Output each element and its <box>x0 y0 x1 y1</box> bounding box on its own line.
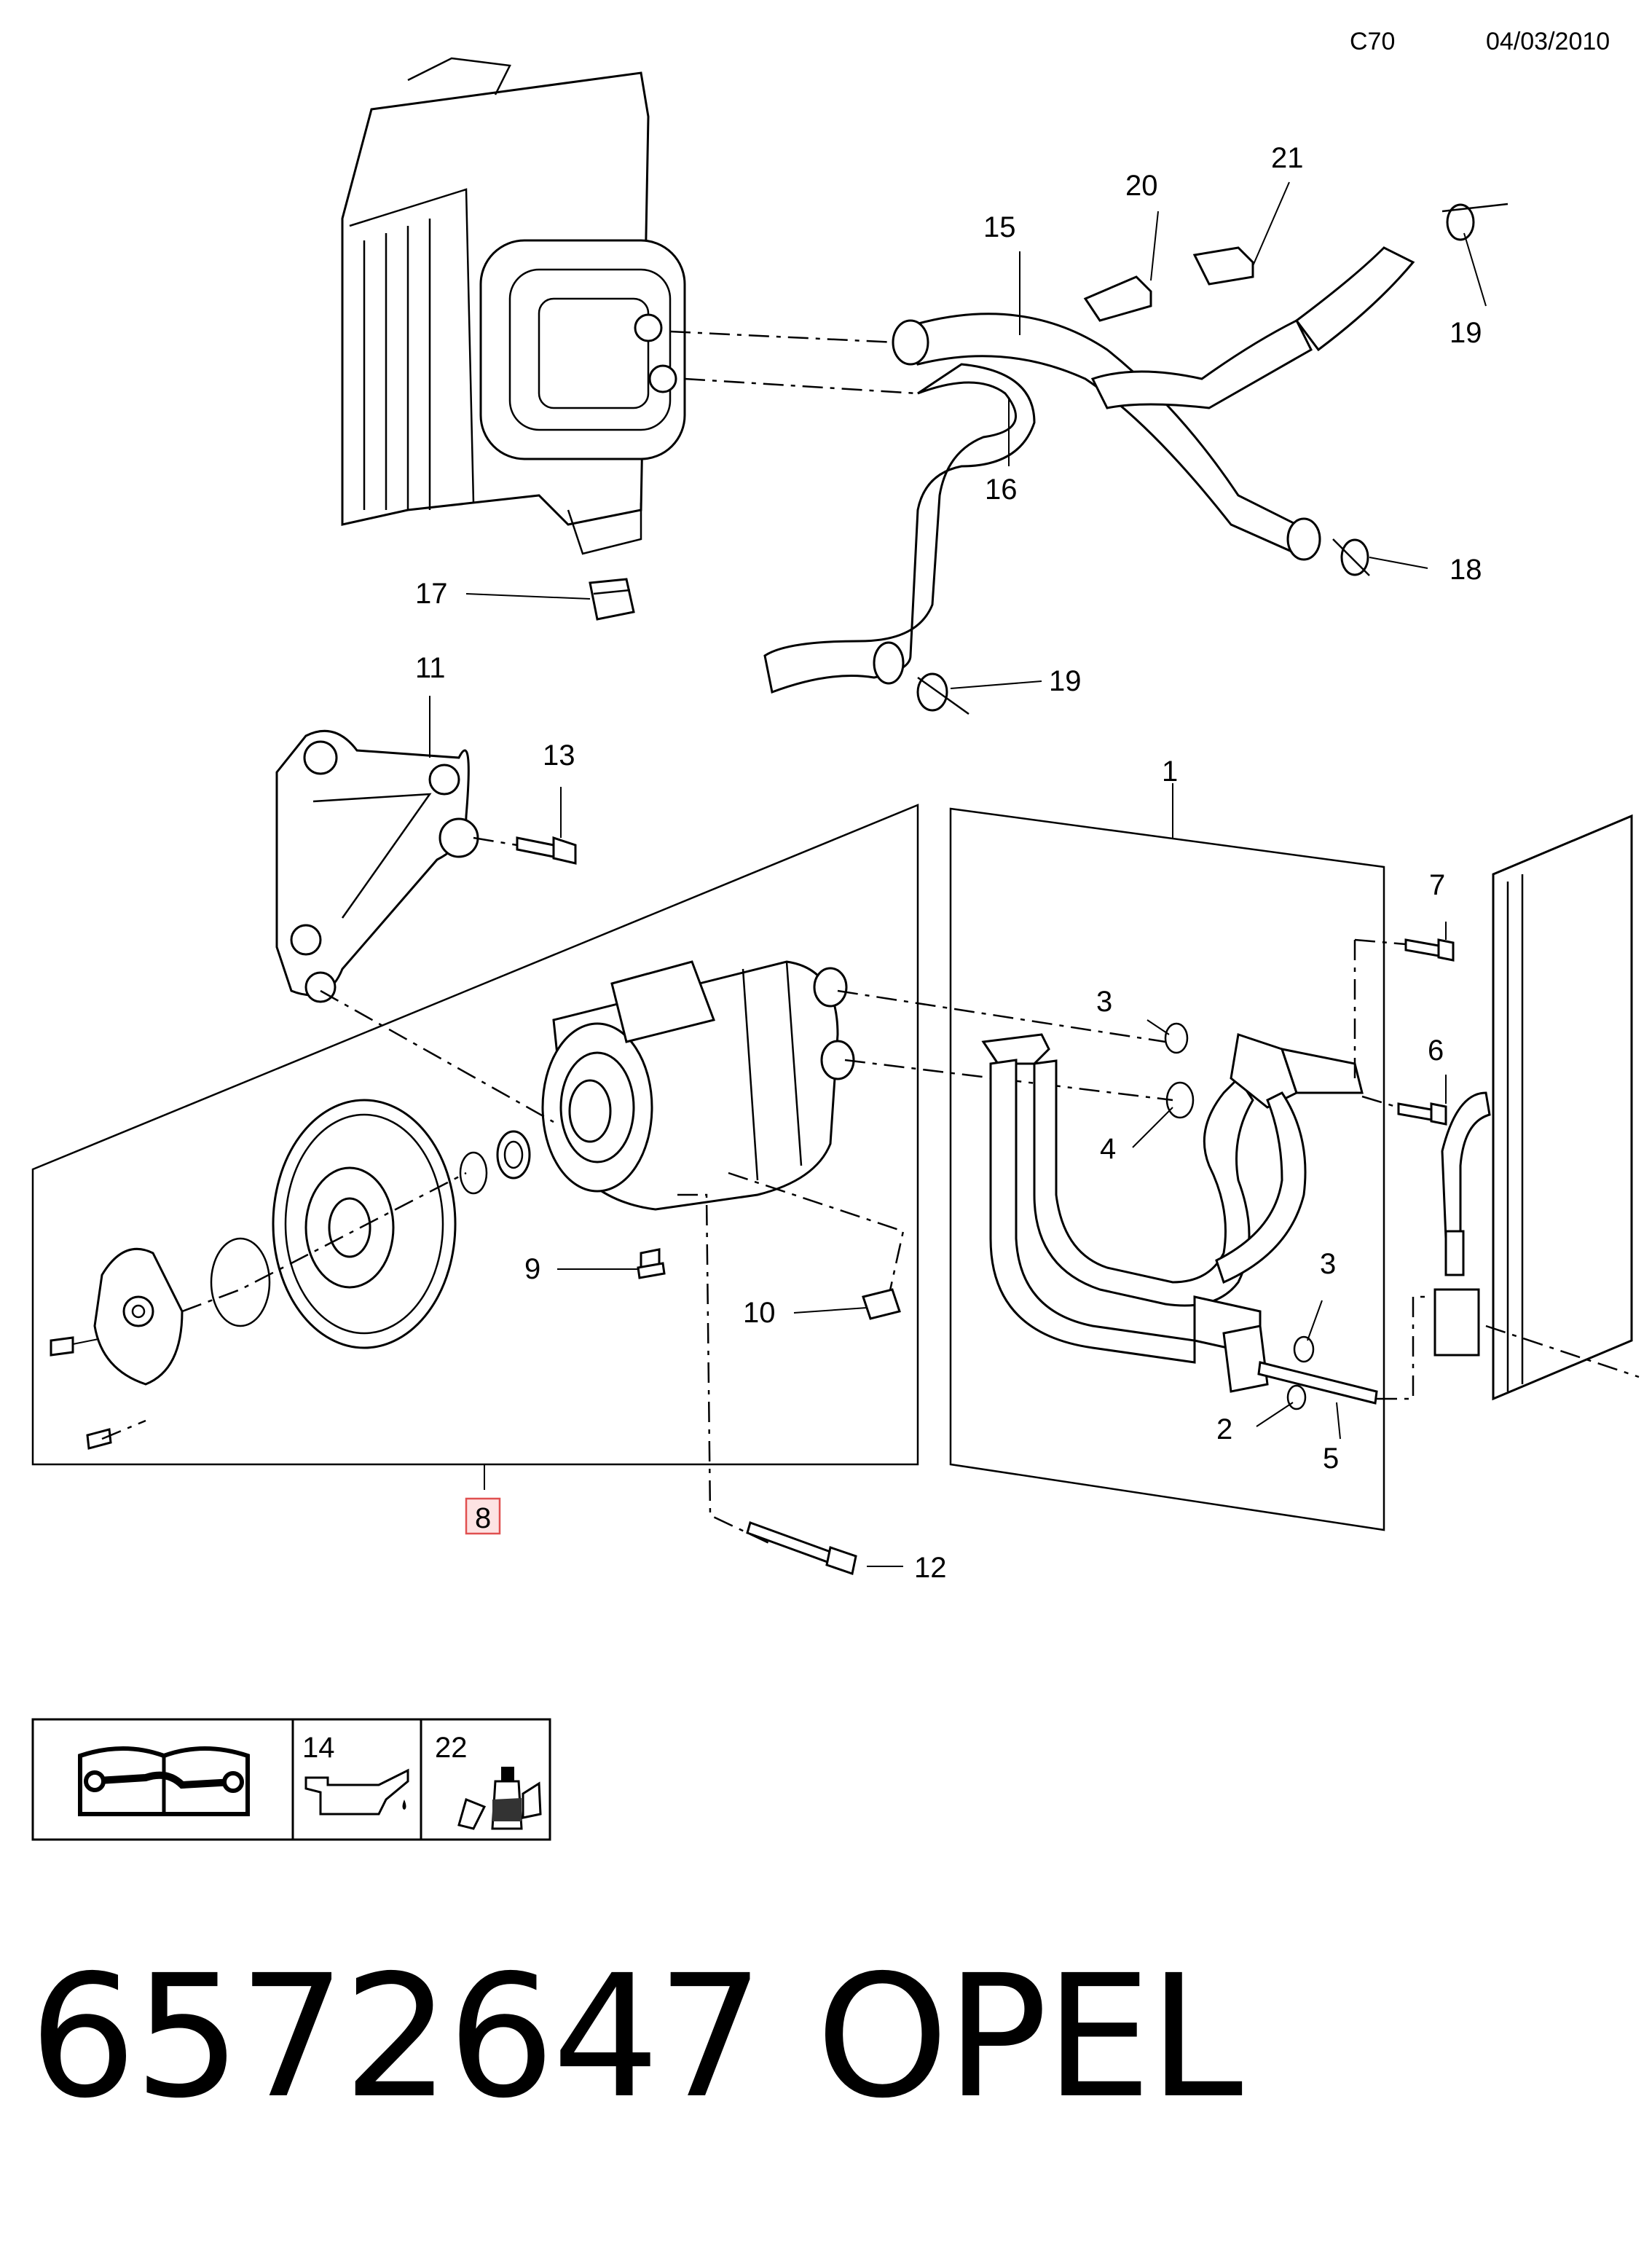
callout-8-box <box>465 1497 501 1535</box>
hvac-housing <box>341 57 686 555</box>
heater-hose-16 <box>763 363 1036 694</box>
callout-11: 11 <box>415 652 446 684</box>
seal-ring-3-lower <box>1293 1335 1315 1363</box>
compressor-bracket-11 <box>275 729 479 1003</box>
callout-12: 12 <box>914 1552 947 1584</box>
header-date: 04/03/2010 <box>1486 28 1610 55</box>
refrigerant-hose-assembly <box>981 1033 1378 1405</box>
bolt-13 <box>516 836 577 865</box>
oil-can-icon <box>304 1768 409 1816</box>
pulley <box>272 1099 457 1349</box>
bolt-6 <box>1397 1102 1447 1126</box>
callout-19-upper: 19 <box>1450 317 1482 349</box>
clutch-plate <box>93 1247 184 1386</box>
callout-6: 6 <box>1428 1035 1444 1067</box>
legend-number-oil: 14 <box>302 1732 335 1764</box>
ac-compressor <box>541 960 855 1211</box>
legend-box <box>31 1718 551 1841</box>
callout-3-upper: 3 <box>1096 986 1112 1018</box>
callout-19-lower: 19 <box>1049 665 1082 697</box>
callout-20: 20 <box>1125 170 1158 202</box>
legend-number-sealant: 22 <box>435 1732 468 1764</box>
clip-17 <box>589 578 635 621</box>
brand-name: OPEL <box>816 1939 1243 2135</box>
clip-21 <box>1192 246 1254 286</box>
callout-5: 5 <box>1323 1443 1339 1475</box>
bolt-12 <box>746 1521 857 1575</box>
sealant-bottle-icon <box>457 1767 542 1830</box>
seal-ring-2 <box>1286 1384 1307 1410</box>
compressor-assembly-boundary <box>31 804 919 1466</box>
callout-15: 15 <box>983 211 1016 243</box>
repair-manual-icon <box>78 1746 250 1816</box>
callout-21: 21 <box>1271 142 1304 174</box>
callout-3-lower: 3 <box>1320 1248 1336 1280</box>
clip-19-lower <box>916 672 969 715</box>
nut-10 <box>862 1288 901 1320</box>
callout-9: 9 <box>524 1253 540 1285</box>
snap-ring <box>459 1130 531 1195</box>
bolt-clutch-upper <box>50 1336 99 1357</box>
bolt-9 <box>637 1248 666 1279</box>
header-code: C70 <box>1350 28 1396 55</box>
clip-18 <box>1332 538 1370 576</box>
callout-10: 10 <box>743 1297 776 1329</box>
condenser <box>1433 814 1640 1401</box>
clip-19-upper <box>1441 203 1509 241</box>
callout-17: 17 <box>415 578 448 610</box>
leader-lines <box>429 181 1487 1567</box>
callout-2: 2 <box>1216 1413 1232 1445</box>
callout-16: 16 <box>985 474 1018 506</box>
callout-7: 7 <box>1429 869 1445 901</box>
callout-13: 13 <box>543 739 575 772</box>
callout-18: 18 <box>1450 554 1482 586</box>
bolt-7 <box>1404 938 1455 962</box>
shim-ring <box>210 1237 271 1327</box>
heater-hose-15 <box>892 246 1415 561</box>
seal-ring-3-upper <box>1164 1022 1189 1054</box>
bolt-clutch-lower <box>86 1428 112 1450</box>
hose-assembly-boundary <box>949 807 1385 1531</box>
callout-1: 1 <box>1162 755 1178 788</box>
callout-8: 8 <box>475 1502 491 1534</box>
seal-ring-4 <box>1165 1081 1195 1119</box>
part-number: 6572647 <box>29 1939 764 2135</box>
callout-4: 4 <box>1100 1133 1116 1165</box>
clip-20 <box>1083 275 1152 322</box>
